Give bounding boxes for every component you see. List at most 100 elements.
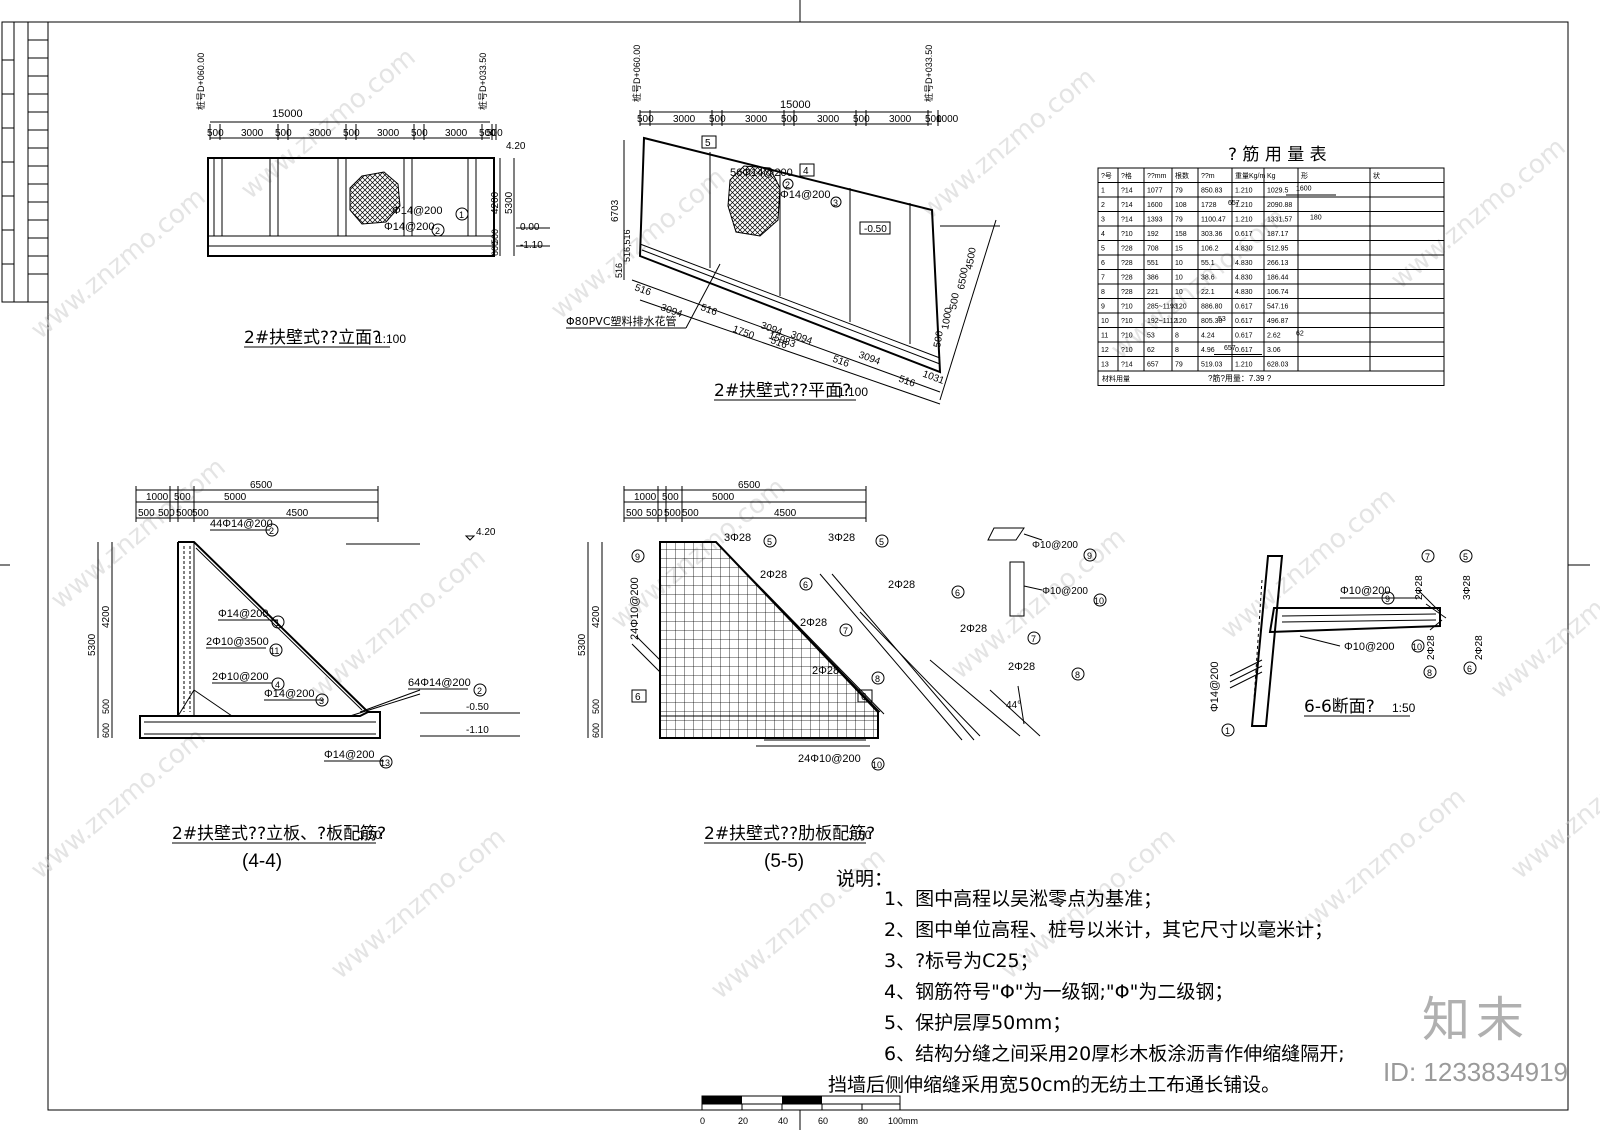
table-cell: 192 (1147, 231, 1159, 238)
svg-text:9: 9 (1087, 551, 1092, 561)
table-header: Kg (1267, 173, 1276, 180)
watermark-text: www.znzmo.com (915, 62, 1101, 225)
table-cell: 4.830 (1235, 289, 1253, 296)
table-border (1097, 167, 1445, 386)
drain-pipe-label: Φ80PVC塑料排水花管 (566, 314, 677, 328)
plan-outline (638, 136, 942, 374)
plan-lower-dim: 1750 (731, 324, 756, 342)
s44-rebar-label: 44Φ14@200 (210, 518, 273, 530)
rebar-callout-circle (951, 585, 965, 599)
table-cell: ?14 (1121, 217, 1133, 224)
table-cell: 15 (1175, 246, 1183, 253)
elev-dim: 500 (479, 128, 496, 139)
svg-text:6: 6 (861, 692, 867, 703)
table-cell: 1029.5 (1267, 188, 1289, 195)
shape-dim: 180 (1310, 215, 1322, 222)
table-cell: 1728 (1201, 202, 1217, 209)
elev-dim: 500 (486, 128, 503, 139)
table-cell: 79 (1175, 188, 1183, 195)
svg-text:4: 4 (803, 166, 809, 177)
brand-logo: 知末 (1421, 992, 1530, 1048)
table-cell: 547.16 (1267, 304, 1289, 311)
svg-text:516,516: 516,516 (622, 229, 632, 262)
table-cell: 7 (1101, 275, 1105, 282)
table-footer-label: 材料用量 (1102, 374, 1130, 383)
rebar-callout-number: 8 (875, 674, 880, 684)
table-cell: 1100.47 (1201, 217, 1226, 224)
s55-rebar-label: 2Φ28 (888, 579, 915, 591)
table-cell: ?10 (1121, 333, 1133, 340)
table-header: ?号 (1101, 172, 1112, 180)
table-cell: 10 (1101, 318, 1109, 325)
table-cell: 79 (1175, 217, 1183, 224)
table-cell: 192~1112 (1147, 318, 1177, 325)
notes-heading: 说明： (836, 868, 894, 890)
rebar-callout-circle (271, 677, 285, 691)
table-cell: ?10 (1121, 304, 1133, 311)
watermark-text: www.znzmo.com (1505, 722, 1600, 885)
rebar-callout-circle (763, 534, 777, 548)
table-header: 状 (1373, 171, 1380, 180)
svg-text:10: 10 (1412, 642, 1422, 652)
table-cell: 9 (1101, 304, 1105, 311)
s44-dim: 500 (174, 492, 191, 503)
svg-text:2Φ28: 2Φ28 (1414, 575, 1425, 600)
svg-text:6500: 6500 (250, 480, 273, 491)
table-title: ? 筋 用 量 表 (1228, 145, 1327, 165)
svg-text:5: 5 (1463, 552, 1468, 562)
table-cell: 303.36 (1201, 231, 1223, 238)
table-cell: 4 (1101, 231, 1105, 238)
svg-text:4200: 4200 (591, 605, 602, 628)
sheet-frame (47, 21, 1569, 1111)
s44-rebar-label: 2Φ10@200 (212, 671, 269, 683)
svg-text:4.20: 4.20 (506, 141, 526, 152)
elev-total-dim: 15000 (272, 108, 303, 120)
svg-text:1:100: 1:100 (838, 385, 868, 399)
svg-text:7: 7 (1425, 552, 1430, 562)
elev-dim: 500 (207, 128, 224, 139)
rebar-callout-circle (871, 671, 885, 685)
rebar-callout-number: 9 (635, 552, 640, 562)
plan-dim: 1000 (936, 114, 959, 125)
table-cell: ?28 (1121, 260, 1133, 267)
rebar-callout-circle (1071, 667, 1085, 681)
rebar-callout-number: 5 (879, 537, 884, 547)
s44-dim: 500 (176, 508, 193, 519)
table-cell: 4.96 (1201, 347, 1215, 354)
rebar-callout-circle (871, 757, 885, 771)
table-cell: 106.2 (1201, 246, 1219, 253)
s55-rebar-label: 24Φ10@200 (798, 753, 861, 765)
table-cell: 551 (1147, 260, 1159, 267)
svg-text:2Φ28: 2Φ28 (1426, 635, 1437, 660)
table-cell: 0.617 (1235, 347, 1253, 354)
rebar-callout-circle (269, 643, 283, 657)
svg-text:5: 5 (705, 138, 711, 149)
svg-text:8: 8 (1427, 668, 1432, 678)
table-cell: 53 (1147, 333, 1155, 340)
table-cell: 108 (1175, 202, 1187, 209)
table-cell: 8 (1101, 289, 1105, 296)
plan-dim: 500 (709, 114, 726, 125)
svg-text:6703: 6703 (610, 199, 621, 222)
table-cell: 0.617 (1235, 333, 1253, 340)
plan-right-dim: 500 (932, 330, 946, 349)
table-cell: 10 (1175, 275, 1183, 282)
rebar-callout-circle (265, 523, 279, 537)
svg-text:2: 2 (435, 226, 440, 236)
table-cell: 12 (1101, 347, 1109, 354)
table-header: ??mm (1147, 173, 1167, 180)
table-cell: 120 (1175, 304, 1187, 311)
svg-text:3Φ28: 3Φ28 (1462, 575, 1473, 600)
table-cell: ?14 (1121, 202, 1133, 209)
elev-wall-outline (207, 157, 495, 257)
svg-text:500: 500 (591, 699, 601, 714)
rebar-callout-number: 11 (270, 646, 279, 656)
table-cell: 1.210 (1235, 188, 1253, 195)
table-cell: 2090.88 (1267, 202, 1292, 209)
table-cell: 5 (1101, 246, 1105, 253)
svg-text:500: 500 (101, 699, 111, 714)
table-cell: 79 (1175, 362, 1183, 369)
s44-rebar-label: Φ14@200 (264, 688, 315, 700)
